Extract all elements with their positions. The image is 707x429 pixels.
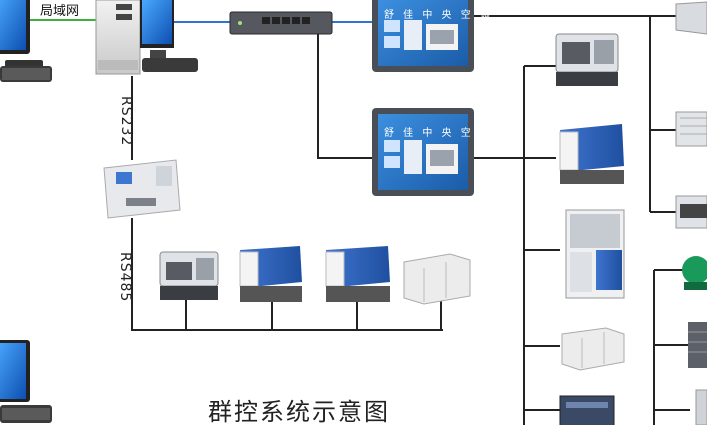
air-handling-unit-bottom (403, 253, 471, 305)
sensor-unit (695, 389, 707, 426)
monitor-bottom-left (0, 340, 52, 423)
fan-coil-unit-1 (675, 1, 707, 35)
rs232-label: RS232 (118, 96, 134, 147)
connection-lines (30, 15, 707, 425)
touch-panel-middle-text: 舒 佳 中 央 空 调 (384, 128, 493, 139)
server-computer (95, 0, 198, 75)
rs485-label: RS485 (117, 252, 133, 303)
plc-controller (559, 395, 615, 427)
fan-coil-unit-2 (675, 111, 707, 147)
water-chiller-right (555, 33, 619, 86)
monitor-top-left (0, 0, 52, 82)
touch-panel-top (372, 0, 474, 72)
touch-panel-middle (372, 108, 474, 196)
fan-coil-unit-3 (675, 195, 707, 229)
modular-unit-right (565, 209, 625, 299)
protocol-converter (103, 159, 181, 219)
air-cooled-unit-2 (325, 246, 390, 302)
water-chiller-bottom (159, 251, 219, 300)
network-switch (229, 11, 333, 35)
lan-label: 局域网 (40, 4, 80, 19)
water-pump (682, 256, 707, 290)
diagram-title: 群控系统示意图 (208, 398, 390, 426)
touch-panel-top-text: 舒 佳 中 央 空 调 (384, 10, 493, 21)
air-handling-unit-right (561, 327, 625, 371)
rs485-bus (131, 218, 443, 331)
cooling-tower (688, 322, 707, 368)
air-cooled-unit-1 (239, 246, 302, 302)
switch-to-panel-line (317, 26, 376, 159)
air-cooled-unit-right (559, 124, 624, 184)
